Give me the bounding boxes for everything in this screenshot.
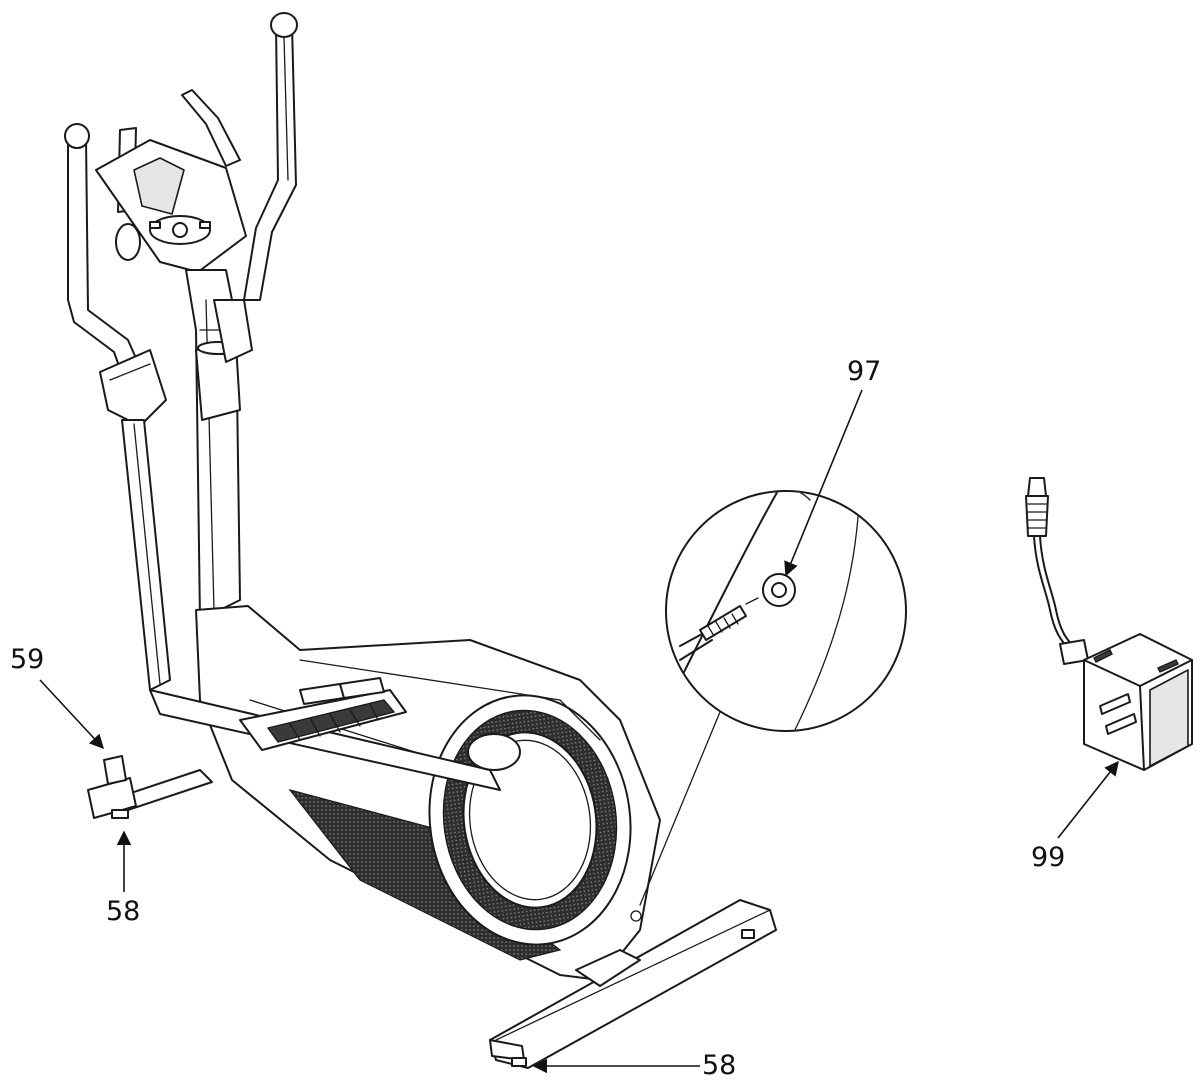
console <box>95 139 247 273</box>
leader-97 <box>784 389 863 577</box>
callout-59: 59 <box>10 644 44 675</box>
callout-97: 97 <box>847 356 881 387</box>
callout-58-rear: 58 <box>106 896 140 927</box>
callout-58-front: 58 <box>702 1050 736 1081</box>
leader-99 <box>1057 760 1119 839</box>
callout-99: 99 <box>1031 842 1065 873</box>
leader-59 <box>39 679 104 750</box>
left-handlebar <box>64 123 167 427</box>
right-handlebar <box>243 12 298 301</box>
elliptical-trainer-icon <box>64 12 777 1069</box>
front-stabilizer <box>489 899 777 1069</box>
dc-plug-detail-icon <box>630 490 907 922</box>
leader-lines <box>39 389 1119 1074</box>
pedal-tread <box>266 699 396 743</box>
power-adapter-icon <box>1025 477 1193 771</box>
rear-stabilizer <box>87 755 213 819</box>
